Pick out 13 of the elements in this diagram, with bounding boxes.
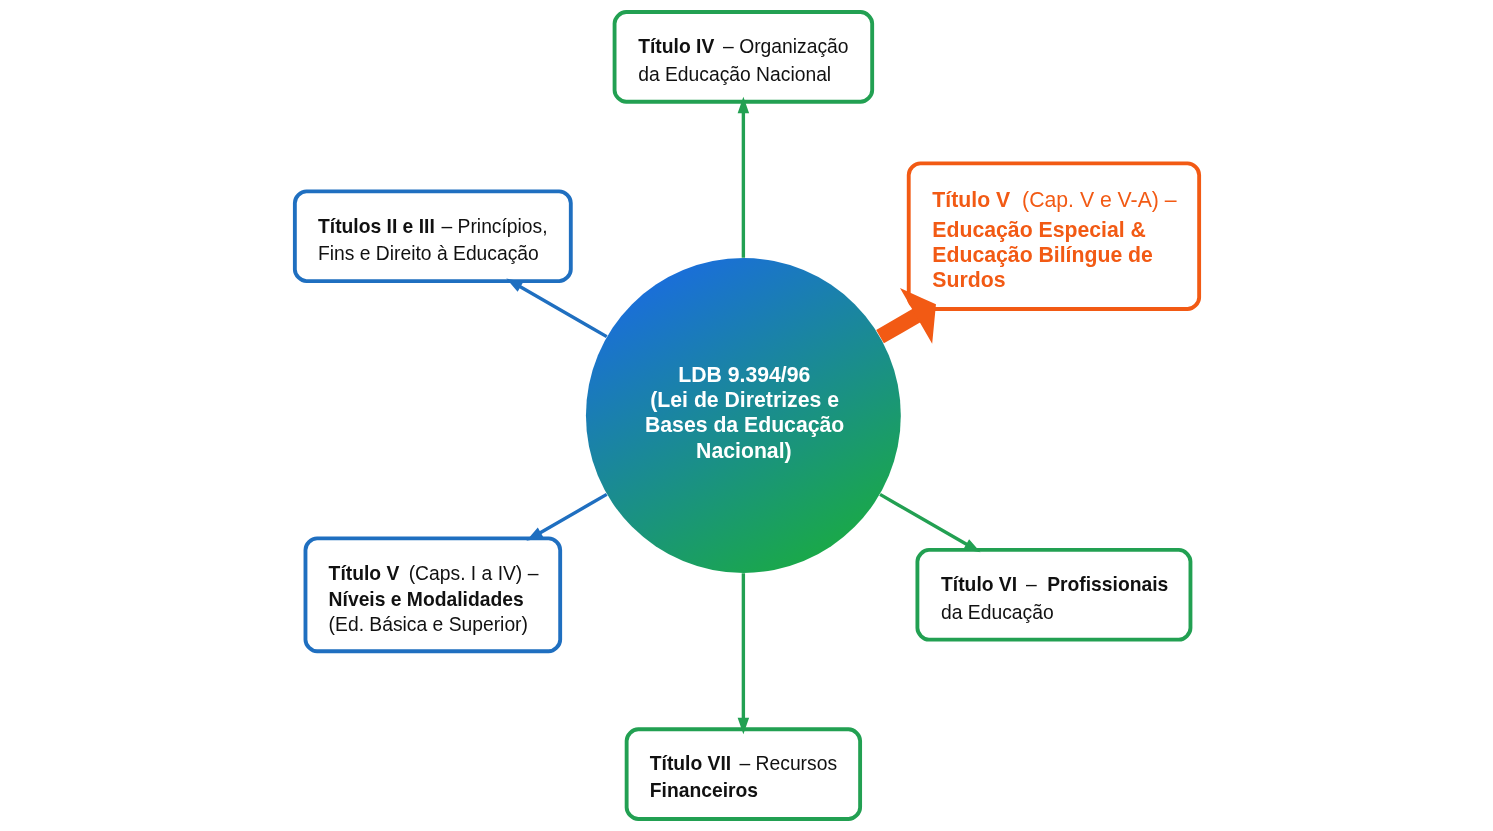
- arrow: [525, 492, 608, 541]
- node-box: Títulos II e III – Princípios, Fins e Direito à Educação: [292, 189, 573, 283]
- arrow: [737, 96, 749, 258]
- node-box: Título VII – Recursos Financeiros: [624, 727, 862, 821]
- node-box: Título IV – Organização da Educação Nacional: [612, 10, 874, 104]
- arrow: [505, 278, 608, 339]
- node-box: Título VI – Profissionais da Educação: [915, 548, 1192, 642]
- arrow: [737, 573, 749, 735]
- node-box: Título V (Caps. I a IV) – Níveis e Modalidades (Ed. Básica e Superior): [303, 536, 562, 654]
- node-box: Título V (Cap. V e V-A) – Educação Especial & Educação Bilíngue de Surdos: [906, 161, 1201, 311]
- arrow: [875, 287, 936, 344]
- node-circle: LDB 9.394/96 (Lei de Diretrizes e Bases da Educação Nacional): [585, 258, 901, 573]
- arrow: [878, 492, 980, 553]
